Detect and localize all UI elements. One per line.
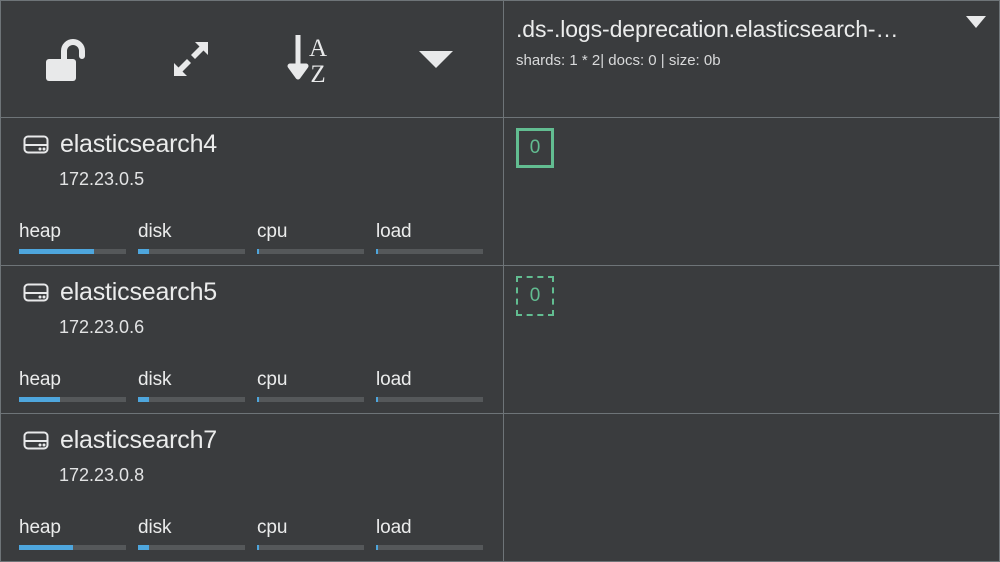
metric-label: heap xyxy=(19,369,61,390)
metric-label: disk xyxy=(138,369,172,390)
metric-label: heap xyxy=(19,517,61,538)
node-name: elasticsearch7 xyxy=(60,426,218,454)
metric-track xyxy=(376,249,483,254)
node-ip: 172.23.0.5 xyxy=(59,169,145,189)
table-row: elasticsearch5 172.23.0.6 heap disk xyxy=(0,266,1000,414)
table-row: elasticsearch7 172.23.0.8 heap disk xyxy=(0,414,1000,562)
index-menu-button[interactable] xyxy=(965,15,987,29)
metric-track xyxy=(138,397,245,402)
metric-fill xyxy=(376,545,379,550)
metric-label: load xyxy=(376,369,412,390)
node-head: elasticsearch4 xyxy=(1,128,503,160)
metric-disk: disk xyxy=(138,517,257,550)
metric-track xyxy=(19,249,126,254)
metric-load: load xyxy=(376,221,495,254)
disk-icon xyxy=(23,133,49,155)
node-head: elasticsearch7 xyxy=(1,424,503,456)
metric-track xyxy=(257,545,364,550)
metric-label: cpu xyxy=(257,221,288,242)
toolbar-more-button[interactable] xyxy=(375,1,498,117)
index-header[interactable]: .ds-.logs-deprecation.elasticsearch-… sh… xyxy=(503,0,1000,118)
metric-load: load xyxy=(376,517,495,550)
metric-fill xyxy=(138,545,149,550)
node-name: elasticsearch5 xyxy=(60,278,218,306)
metric-disk: disk xyxy=(138,221,257,254)
node-cell[interactable]: elasticsearch7 172.23.0.8 heap disk xyxy=(0,414,503,562)
metric-track xyxy=(257,249,364,254)
node-metrics: heap disk cpu xyxy=(19,517,495,550)
metric-label: cpu xyxy=(257,517,288,538)
expand-icon xyxy=(168,36,214,82)
metric-cpu: cpu xyxy=(257,221,376,254)
metric-track xyxy=(257,397,364,402)
disk-icon xyxy=(23,429,49,451)
chevron-down-icon xyxy=(966,16,986,28)
header-row: A Z .ds-.logs-deprecation.elasticsearch-… xyxy=(0,0,1000,118)
node-ip: 172.23.0.6 xyxy=(59,317,145,337)
expand-button[interactable] xyxy=(130,1,253,117)
node-metrics: heap disk cpu xyxy=(19,221,495,254)
metric-track xyxy=(19,545,126,550)
metric-fill xyxy=(19,397,60,402)
metric-track xyxy=(138,545,245,550)
svg-text:Z: Z xyxy=(311,61,326,87)
node-rows: elasticsearch4 172.23.0.5 heap disk xyxy=(0,118,1000,562)
sort-az-icon: A Z xyxy=(284,31,342,87)
metric-cpu: cpu xyxy=(257,369,376,402)
metric-track xyxy=(138,249,245,254)
metric-heap: heap xyxy=(19,517,138,550)
node-cell[interactable]: elasticsearch5 172.23.0.6 heap disk xyxy=(0,266,503,414)
metric-fill xyxy=(376,249,379,254)
metric-label: heap xyxy=(19,221,61,242)
disk-icon xyxy=(23,281,49,303)
metric-fill xyxy=(138,397,149,402)
metric-track xyxy=(19,397,126,402)
shard-replica[interactable]: 0 xyxy=(516,276,554,316)
node-metrics: heap disk cpu xyxy=(19,369,495,402)
shard-cell: 0 xyxy=(503,118,1000,266)
metric-load: load xyxy=(376,369,495,402)
metric-heap: heap xyxy=(19,221,138,254)
unlock-button[interactable] xyxy=(7,1,130,117)
toolbar: A Z xyxy=(0,0,503,118)
node-ip: 172.23.0.8 xyxy=(59,465,145,485)
metric-label: disk xyxy=(138,517,172,538)
metric-label: cpu xyxy=(257,369,288,390)
node-cell[interactable]: elasticsearch4 172.23.0.5 heap disk xyxy=(0,118,503,266)
metric-track xyxy=(376,397,483,402)
node-name: elasticsearch4 xyxy=(60,130,218,158)
metric-fill xyxy=(376,397,379,402)
shard-cell: 0 xyxy=(503,266,1000,414)
metric-cpu: cpu xyxy=(257,517,376,550)
node-head: elasticsearch5 xyxy=(1,276,503,308)
index-name: .ds-.logs-deprecation.elasticsearch-… xyxy=(516,16,899,42)
metric-label: load xyxy=(376,517,412,538)
metric-fill xyxy=(138,249,149,254)
unlock-icon xyxy=(44,33,92,85)
shard-cell xyxy=(503,414,1000,562)
svg-text:A: A xyxy=(309,35,327,62)
chevron-down-icon xyxy=(416,47,456,71)
metric-label: disk xyxy=(138,221,172,242)
metric-heap: heap xyxy=(19,369,138,402)
table-row: elasticsearch4 172.23.0.5 heap disk xyxy=(0,118,1000,266)
metric-fill xyxy=(19,545,73,550)
index-stats: shards: 1 * 2| docs: 0 | size: 0b xyxy=(516,52,721,69)
metric-fill xyxy=(257,397,260,402)
metric-track xyxy=(376,545,483,550)
metric-disk: disk xyxy=(138,369,257,402)
metric-label: load xyxy=(376,221,412,242)
metric-fill xyxy=(19,249,94,254)
metric-fill xyxy=(257,249,260,254)
sort-az-button[interactable]: A Z xyxy=(252,1,375,117)
metric-fill xyxy=(257,545,260,550)
shard-primary[interactable]: 0 xyxy=(516,128,554,168)
